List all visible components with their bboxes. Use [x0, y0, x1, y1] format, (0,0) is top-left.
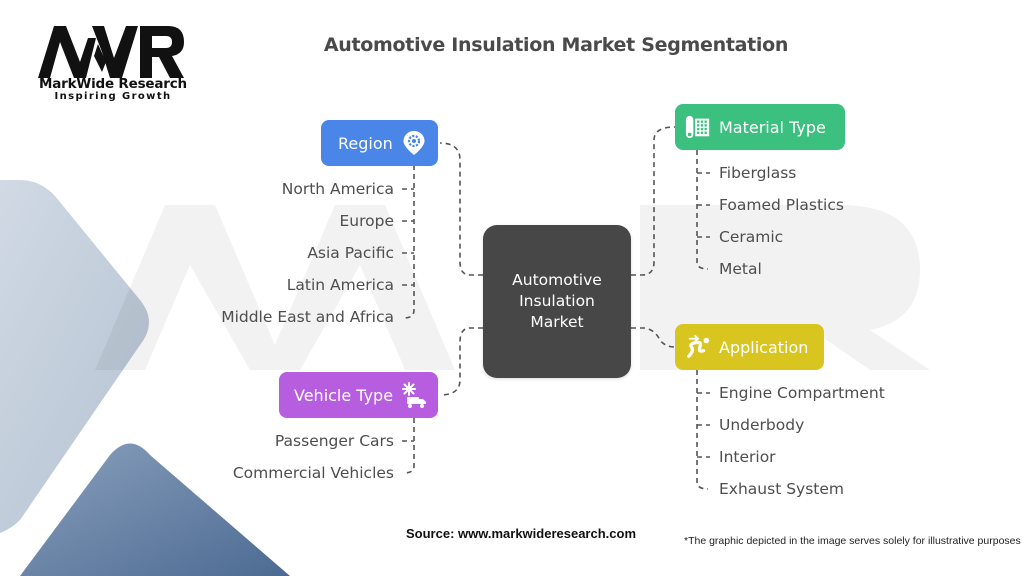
segment-application-label: Application [719, 337, 809, 357]
segment-application: Application [675, 324, 824, 370]
center-line-2: Insulation [519, 292, 595, 310]
region-item: Asia Pacific [307, 244, 394, 262]
connector-region-list [403, 165, 415, 319]
segment-material-type: Material Type [675, 104, 845, 150]
segment-region-label: Region [338, 133, 393, 153]
page-title: Automotive Insulation Market Segmentatio… [323, 34, 789, 56]
connector-center-material [631, 126, 676, 276]
vehicle-type-item: Commercial Vehicles [232, 464, 394, 482]
bg-shape-light [0, 180, 149, 534]
mwr-logo-icon [38, 26, 184, 78]
brand-name: MarkWide Research [39, 76, 187, 92]
center-node-market: Automotive Insulation Market [483, 225, 631, 378]
snowflake-truck-icon [401, 382, 427, 408]
connector-application-list [696, 370, 709, 490]
region-item: Middle East and Africa [221, 308, 394, 326]
brand-tagline: Inspiring Growth [54, 91, 172, 102]
location-gear-icon [401, 130, 427, 156]
brand-logo-mark [36, 22, 186, 80]
center-line-3: Market [530, 313, 584, 331]
application-item: Exhaust System [719, 480, 844, 498]
application-item: Engine Compartment [719, 384, 885, 402]
bg-shape-dark [20, 443, 290, 576]
segment-vehicle-type: Vehicle Type [279, 372, 438, 418]
application-item: Interior [719, 448, 776, 466]
material-type-item: Foamed Plastics [719, 196, 844, 214]
application-item: Underbody [719, 416, 805, 434]
region-item: Latin America [286, 276, 394, 294]
region-item: North America [281, 180, 394, 198]
source-link[interactable]: Source: www.markwideresearch.com [406, 526, 637, 541]
insulation-roll-icon [685, 114, 711, 140]
flow-arrow-icon [685, 334, 711, 360]
vehicle-type-item: Passenger Cars [274, 432, 394, 450]
material-type-item: Metal [719, 260, 762, 278]
connector-material-list [696, 150, 709, 270]
connector-center-region [439, 142, 483, 276]
segment-region: Region [321, 120, 438, 166]
center-line-1: Automotive [512, 271, 602, 289]
connector-vehicle-list [403, 418, 415, 474]
segment-vehicle-type-label: Vehicle Type [294, 385, 394, 405]
disclaimer-note: *The graphic depicted in the image serve… [684, 535, 1021, 547]
region-item: Europe [339, 212, 394, 230]
material-type-item: Ceramic [719, 228, 784, 246]
segment-material-type-label: Material Type [719, 117, 826, 137]
material-type-item: Fiberglass [719, 164, 797, 182]
connector-center-vehicle [439, 327, 483, 396]
connector-center-application [631, 327, 676, 348]
